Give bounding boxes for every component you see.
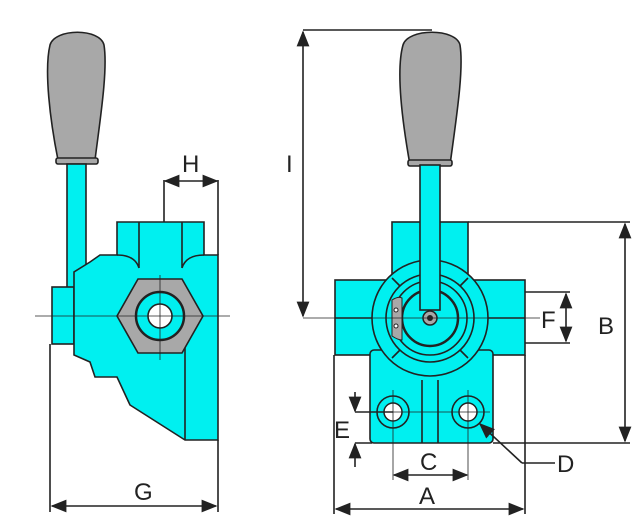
- side-view: G H: [35, 31, 230, 513]
- dim-label-g: G: [134, 479, 153, 506]
- dim-label-i: I: [286, 151, 293, 178]
- handle-grip-front: [399, 31, 462, 166]
- dim-label-h: H: [182, 151, 199, 178]
- dim-label-e: E: [334, 417, 350, 444]
- dim-label-a: A: [419, 483, 435, 510]
- dim-label-c: C: [420, 449, 437, 476]
- dim-label-b: B: [598, 313, 614, 340]
- front-view: I B F A C E D: [286, 29, 632, 516]
- handle-grip-side: [46, 31, 106, 161]
- dim-label-d: D: [557, 451, 574, 478]
- flange-side: [51, 286, 75, 345]
- dim-label-f: F: [541, 307, 556, 334]
- lever-stem-front: [419, 164, 441, 311]
